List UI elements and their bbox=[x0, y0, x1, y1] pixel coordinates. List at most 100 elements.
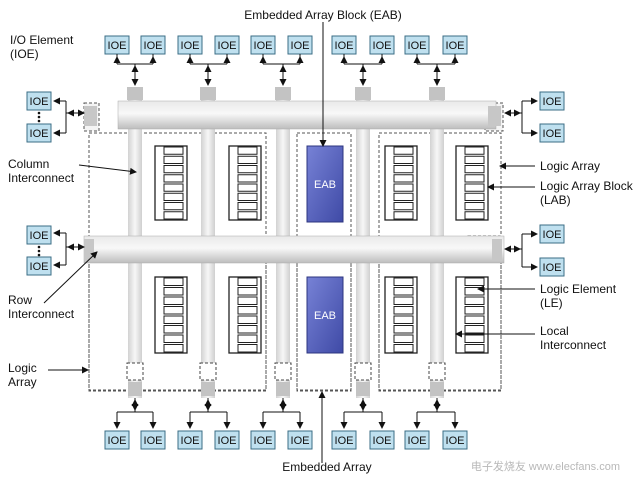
ioe-box bbox=[26, 225, 52, 245]
logic-element bbox=[237, 296, 258, 305]
logic-element bbox=[163, 202, 184, 211]
logic-element bbox=[393, 287, 414, 296]
logic-element bbox=[237, 315, 258, 324]
ioe-label: IOE bbox=[291, 40, 310, 52]
eab-block bbox=[306, 276, 344, 354]
ioe-label: IOE bbox=[373, 435, 392, 447]
column-bottom-box bbox=[274, 362, 292, 381]
ioe-box bbox=[442, 430, 468, 450]
row-right-pad bbox=[492, 239, 502, 260]
logic-element bbox=[237, 325, 258, 334]
logic-element bbox=[163, 344, 184, 353]
ioe-box bbox=[177, 430, 203, 450]
row-interconnect-label: Interconnect bbox=[8, 307, 75, 321]
ioe-label: IOE bbox=[543, 128, 562, 140]
ioe-box bbox=[369, 430, 395, 450]
logic-element bbox=[163, 165, 184, 174]
column-top-pad bbox=[275, 87, 291, 100]
row-right-pad bbox=[488, 106, 501, 126]
logic-element bbox=[464, 296, 485, 305]
logic-element bbox=[393, 296, 414, 305]
column-top-pad bbox=[429, 87, 445, 100]
logic-array-label-left: Array bbox=[8, 375, 37, 389]
embedded-array-label: Embedded Array bbox=[282, 460, 371, 474]
row-left-pad bbox=[84, 106, 97, 126]
logic-element bbox=[393, 315, 414, 324]
logic-element-label: (LE) bbox=[540, 296, 563, 310]
ellipsis-dot bbox=[37, 245, 41, 249]
ioe-label: IOE bbox=[408, 40, 427, 52]
ioe-box bbox=[539, 91, 565, 111]
logic-element bbox=[237, 183, 258, 192]
logic-element bbox=[393, 165, 414, 174]
ioe-label: IOE bbox=[291, 435, 310, 447]
logic-element bbox=[393, 325, 414, 334]
logic-element bbox=[237, 202, 258, 211]
ioe-label: IOE bbox=[335, 435, 354, 447]
logic-element bbox=[163, 334, 184, 343]
ioe-label: IOE bbox=[543, 229, 562, 241]
ioe-box bbox=[539, 257, 565, 277]
ioe-label: IOE bbox=[446, 40, 465, 52]
column-bottom-pad bbox=[356, 382, 370, 396]
logic-element bbox=[163, 315, 184, 324]
logic-element bbox=[163, 155, 184, 164]
logic-element bbox=[237, 192, 258, 201]
logic-element bbox=[464, 315, 485, 324]
logic-element bbox=[464, 183, 485, 192]
ioe-box bbox=[331, 430, 357, 450]
logic-element bbox=[237, 174, 258, 183]
logic-element bbox=[393, 174, 414, 183]
logic-element bbox=[163, 277, 184, 286]
logic-element bbox=[464, 306, 485, 315]
ioe-box bbox=[104, 430, 130, 450]
logic-array-label-right: Logic Array bbox=[540, 159, 600, 173]
logic-element bbox=[163, 325, 184, 334]
logic-element bbox=[393, 202, 414, 211]
ioe-box bbox=[214, 430, 240, 450]
logic-element bbox=[237, 334, 258, 343]
eab-label: EAB bbox=[314, 179, 336, 191]
row-interconnect-bus-top bbox=[117, 100, 497, 130]
eab-label: EAB bbox=[314, 310, 336, 322]
logic-element bbox=[393, 277, 414, 286]
ioe-label: IOE bbox=[218, 40, 237, 52]
ioe-label: IOE bbox=[335, 40, 354, 52]
logic-element bbox=[163, 183, 184, 192]
ioe-box bbox=[539, 123, 565, 143]
ioe-box bbox=[26, 91, 52, 111]
logic-element bbox=[464, 287, 485, 296]
column-interconnect-label: Interconnect bbox=[8, 171, 75, 185]
row-interconnect-label: Row bbox=[8, 293, 32, 307]
logic-element bbox=[163, 306, 184, 315]
logic-element bbox=[237, 165, 258, 174]
column-bottom-pad bbox=[128, 382, 142, 396]
logic-element bbox=[163, 211, 184, 220]
ioe-label: IOE bbox=[181, 40, 200, 52]
row-interconnect-bus-middle bbox=[83, 235, 505, 264]
ioe-label: IOE bbox=[254, 40, 273, 52]
ioe-label: IOE bbox=[144, 435, 163, 447]
logic-element bbox=[163, 296, 184, 305]
logic-element bbox=[237, 155, 258, 164]
row-left-pad bbox=[84, 239, 94, 260]
ioe-label: IOE bbox=[108, 435, 127, 447]
logic-element-label: Logic Element bbox=[540, 282, 617, 296]
column-top-pad bbox=[200, 87, 216, 100]
logic-element bbox=[163, 174, 184, 183]
logic-element bbox=[393, 334, 414, 343]
ioe-label: IOE bbox=[30, 230, 49, 242]
ellipsis-dot bbox=[37, 119, 41, 123]
ioe-label: IOE bbox=[543, 262, 562, 274]
logic-element bbox=[464, 334, 485, 343]
ioe-label: IOE bbox=[30, 261, 49, 273]
logic-element bbox=[464, 277, 485, 286]
logic-element bbox=[464, 325, 485, 334]
logic-element bbox=[237, 344, 258, 353]
ellipsis-dot bbox=[37, 249, 41, 253]
ellipsis-dot bbox=[37, 253, 41, 257]
logic-element bbox=[237, 277, 258, 286]
io-element-label: I/O Element bbox=[10, 33, 74, 47]
logic-element bbox=[464, 174, 485, 183]
